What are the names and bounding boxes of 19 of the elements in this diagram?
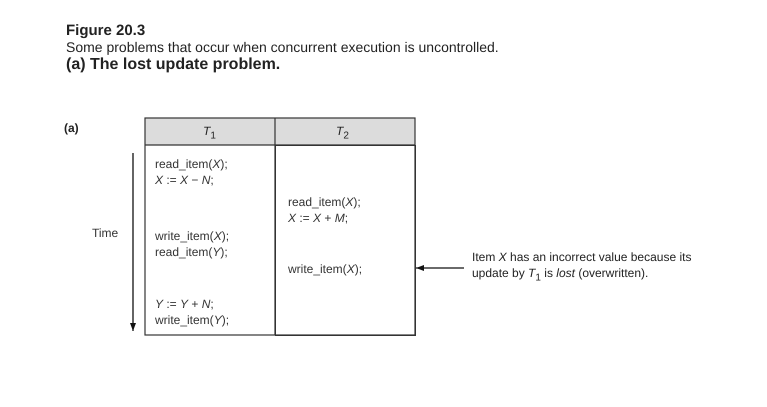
statement: read_item(X); <box>155 157 228 171</box>
statement: Y := Y + N; <box>155 297 214 311</box>
axis-label: Time <box>92 226 118 240</box>
statement: X := X − N; <box>155 173 214 187</box>
subfigure-title: (a) The lost update problem. <box>66 56 280 74</box>
panel-label: (a) <box>64 121 79 135</box>
callout-note: Item X has an incorrect value because its update by T$_{1}$ is lost (overwritten). <box>472 249 704 286</box>
figure-caption: Some problems that occur when concurrent execution is uncontrolled. <box>66 39 499 55</box>
statement: read_item(X); <box>288 195 361 209</box>
statement: write_item(X); <box>288 262 362 276</box>
statement: write_item(X); <box>155 229 230 243</box>
table-column <box>275 145 416 336</box>
statement: X := X + M; <box>288 211 348 225</box>
leader-arrow <box>416 265 464 271</box>
column-header: T$_{2}$ <box>336 124 349 142</box>
statement: read_item(Y); <box>155 245 228 259</box>
column-header: T$_{1}$ <box>203 124 216 142</box>
figure-title: Figure 20.3 <box>66 22 146 39</box>
statement: write_item(Y); <box>155 313 230 327</box>
